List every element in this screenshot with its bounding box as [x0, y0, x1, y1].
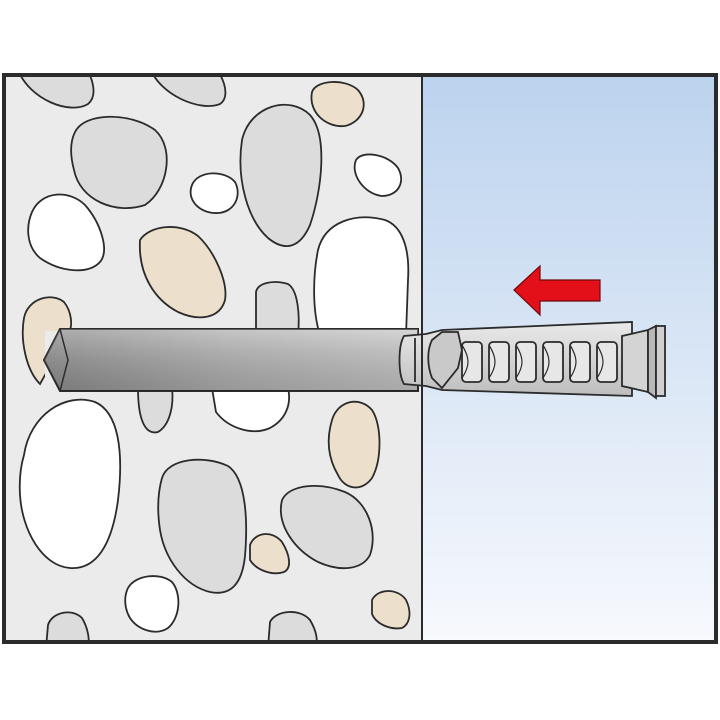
stone [210, 387, 290, 432]
stone [18, 398, 122, 569]
plug-rib [596, 341, 618, 383]
drill-bit [42, 328, 419, 392]
stone [137, 387, 174, 434]
wall-plug [398, 321, 666, 400]
stone [327, 400, 381, 489]
stone [313, 216, 410, 336]
stone [353, 153, 403, 197]
stone [249, 533, 290, 575]
stone [45, 611, 90, 641]
stone [152, 76, 227, 107]
stone [157, 458, 248, 594]
stone [255, 281, 300, 336]
plug-collar [655, 325, 666, 397]
stone [124, 575, 180, 633]
aggregate-stones [18, 76, 411, 641]
stone [139, 226, 227, 319]
stone [189, 172, 239, 214]
plug-rib [461, 341, 483, 383]
stone [70, 115, 168, 209]
plug-rib [515, 341, 537, 383]
stone [310, 81, 365, 127]
stone [267, 611, 318, 641]
plug-rib [542, 341, 564, 383]
stone [20, 76, 95, 109]
arrow-left-icon [513, 264, 601, 317]
stone [239, 103, 323, 247]
stone [371, 590, 411, 630]
plug-rib [488, 341, 510, 383]
stone [280, 485, 374, 570]
diagram-frame [2, 73, 718, 644]
stone [27, 193, 105, 272]
plug-rib [569, 341, 591, 383]
